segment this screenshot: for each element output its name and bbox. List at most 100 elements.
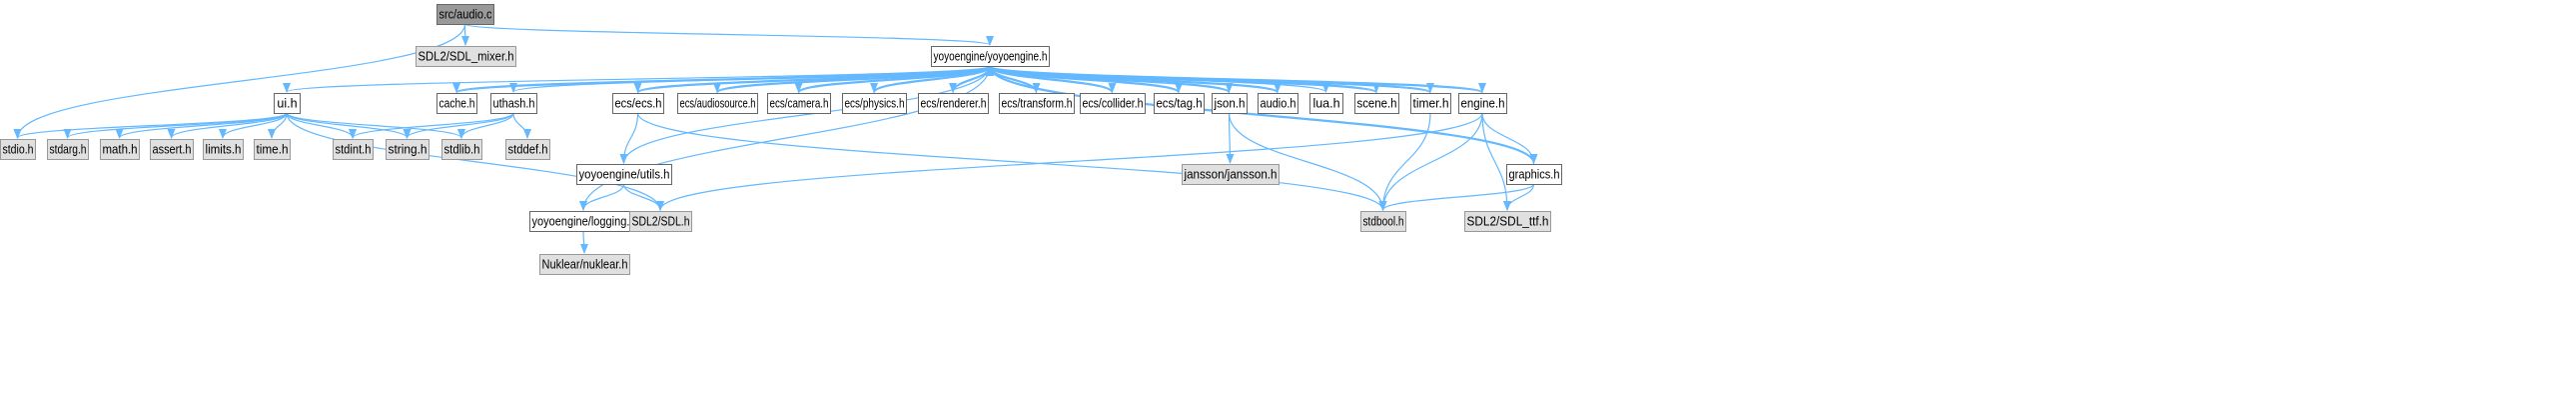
edge-engine_h-to-sdl2_sdl_ttf_h — [1481, 112, 1511, 211]
node-json-h[interactable]: json.h — [1212, 93, 1248, 114]
node-uthash-h[interactable]: uthash.h — [490, 93, 537, 114]
node-box — [505, 139, 550, 160]
node-yoyoengine-utils-h[interactable]: yoyoengine/utils.h — [576, 164, 672, 185]
node-label: engine.h — [1461, 97, 1505, 111]
node-label: graphics.h — [1509, 168, 1560, 182]
node-box — [254, 139, 291, 160]
edge-json_h-to-stdbool_h — [1228, 112, 1387, 211]
node-stdarg-h: stdarg.h — [47, 139, 89, 160]
node-assert-h: assert.h — [150, 139, 194, 160]
edge-yoyoengine_utils_h-to-yoyoengine_logging_h — [579, 183, 625, 211]
node-scene-h[interactable]: scene.h — [1354, 93, 1399, 114]
node-box — [1354, 93, 1399, 114]
node-label: src/audio.c — [439, 8, 492, 22]
node-label: json.h — [1214, 97, 1246, 111]
node-box — [1080, 93, 1146, 114]
edge-ecs_physics_h-to-yoyoengine_h — [873, 66, 994, 94]
node-stdio-h: stdio.h — [0, 139, 36, 160]
node-ui-h[interactable]: ui.h — [274, 93, 301, 114]
edge-timer_h-to-stdbool_h — [1378, 112, 1431, 211]
node-ecs-tag-h[interactable]: ecs/tag.h — [1154, 93, 1205, 114]
node-label: time.h — [257, 143, 289, 157]
edge-ecs_audiosource_h-to-yoyoengine_h — [716, 66, 994, 94]
edge-ecs_collider_h-to-yoyoengine_h — [986, 66, 1114, 94]
edge-ui_h-to-limits_h — [219, 112, 288, 139]
node-label: Nuklear/nuklear.h — [542, 258, 628, 272]
edge-graphics_h-to-stdbool_h — [1378, 183, 1535, 211]
node-box — [47, 139, 89, 160]
node-src-audio-c: src/audio.c — [436, 4, 494, 25]
node-label: stdio.h — [3, 143, 34, 157]
edge-src_audio_c-to-yoyoengine_h — [463, 23, 994, 46]
node-time-h: time.h — [254, 139, 291, 160]
node-yoyoengine-h[interactable]: yoyoengine/yoyoengine.h — [931, 46, 1050, 67]
node-box — [576, 164, 672, 185]
node-ecs-ecs-h[interactable]: ecs/ecs.h — [612, 93, 664, 114]
node-limits-h: limits.h — [203, 139, 244, 160]
node-graphics-h[interactable]: graphics.h — [1506, 164, 1562, 185]
node-label: timer.h — [1413, 97, 1449, 111]
node-label: cache.h — [439, 97, 475, 111]
edge-ecs_ecs_h-to-stdbool_h — [636, 112, 1387, 211]
node-label: SDL2/SDL_mixer.h — [419, 50, 514, 64]
node-label: ecs/transform.h — [1002, 97, 1073, 111]
node-audio-h[interactable]: audio.h — [1258, 93, 1298, 114]
node-label: lua.h — [1312, 97, 1339, 111]
node-box — [1506, 164, 1562, 185]
node-ecs-audiosource-h[interactable]: ecs/audiosource.h — [677, 93, 758, 114]
edge-uthash_h-to-stddef_h — [512, 112, 531, 139]
edge-ui_h-to-time_h — [268, 112, 288, 139]
node-sdl2-sdl-mixer-h: SDL2/SDL_mixer.h — [416, 46, 516, 67]
node-stdbool-h: stdbool.h — [1360, 211, 1406, 232]
node-timer-h[interactable]: timer.h — [1410, 93, 1451, 114]
edge-uthash_h-to-stdint_h — [349, 112, 514, 139]
node-box — [441, 139, 482, 160]
node-label: SDL2/SDL_ttf.h — [1467, 215, 1549, 229]
node-label: scene.h — [1357, 97, 1397, 111]
node-box — [490, 93, 537, 114]
node-ecs-camera-h[interactable]: ecs/camera.h — [767, 93, 831, 114]
edge-src_audio_c-to-stdio_h — [13, 23, 466, 139]
node-stddef-h: stddef.h — [505, 139, 550, 160]
node-box — [1410, 93, 1451, 114]
node-label: ecs/ecs.h — [615, 97, 662, 111]
node-label: ecs/camera.h — [770, 97, 829, 111]
node-box — [931, 46, 1050, 67]
node-label: stdlib.h — [444, 143, 480, 157]
node-yoyoengine-logging-h[interactable]: yoyoengine/logging.h — [529, 211, 638, 232]
node-label: ui.h — [277, 97, 297, 111]
node-box — [767, 93, 831, 114]
edge-json_h-to-jansson_jansson_h — [1226, 112, 1235, 164]
node-label: ecs/physics.h — [845, 97, 905, 111]
node-sdl2-sdl-ttf-h: SDL2/SDL_ttf.h — [1464, 211, 1551, 232]
edge-ui_h-to-sdl2_sdl_h — [286, 112, 664, 211]
node-ecs-transform-h[interactable]: ecs/transform.h — [999, 93, 1075, 114]
node-stdlib-h: stdlib.h — [441, 139, 482, 160]
node-lua-h[interactable]: lua.h — [1309, 93, 1343, 114]
node-box — [436, 4, 494, 25]
node-label: ecs/audiosource.h — [680, 97, 756, 111]
node-engine-h[interactable]: engine.h — [1458, 93, 1507, 114]
node-label: assert.h — [153, 143, 192, 157]
node-ecs-physics-h[interactable]: ecs/physics.h — [842, 93, 907, 114]
edge-uthash_h-to-stdlib_h — [457, 112, 514, 139]
node-label: stdbool.h — [1363, 215, 1404, 229]
node-label: SDL2/SDL.h — [632, 215, 690, 229]
node-ecs-renderer-h[interactable]: ecs/renderer.h — [918, 93, 989, 114]
node-box — [539, 254, 630, 275]
node-box — [274, 93, 301, 114]
node-box — [1182, 164, 1280, 185]
edge-engine_h-to-stdbool_h — [1378, 112, 1483, 211]
edge-engine_h-to-sdl2_sdl_h — [656, 112, 1483, 211]
node-cache-h[interactable]: cache.h — [436, 93, 477, 114]
node-box — [150, 139, 194, 160]
node-math-h: math.h — [100, 139, 140, 160]
node-label: limits.h — [206, 143, 242, 157]
node-label: string.h — [389, 143, 428, 157]
node-ecs-collider-h[interactable]: ecs/collider.h — [1080, 93, 1146, 114]
edge-engine_h-to-yoyoengine_h — [986, 66, 1483, 94]
edge-yoyoengine_h-to-graphics_h — [989, 65, 1538, 164]
node-label: yoyoengine/utils.h — [579, 168, 670, 182]
